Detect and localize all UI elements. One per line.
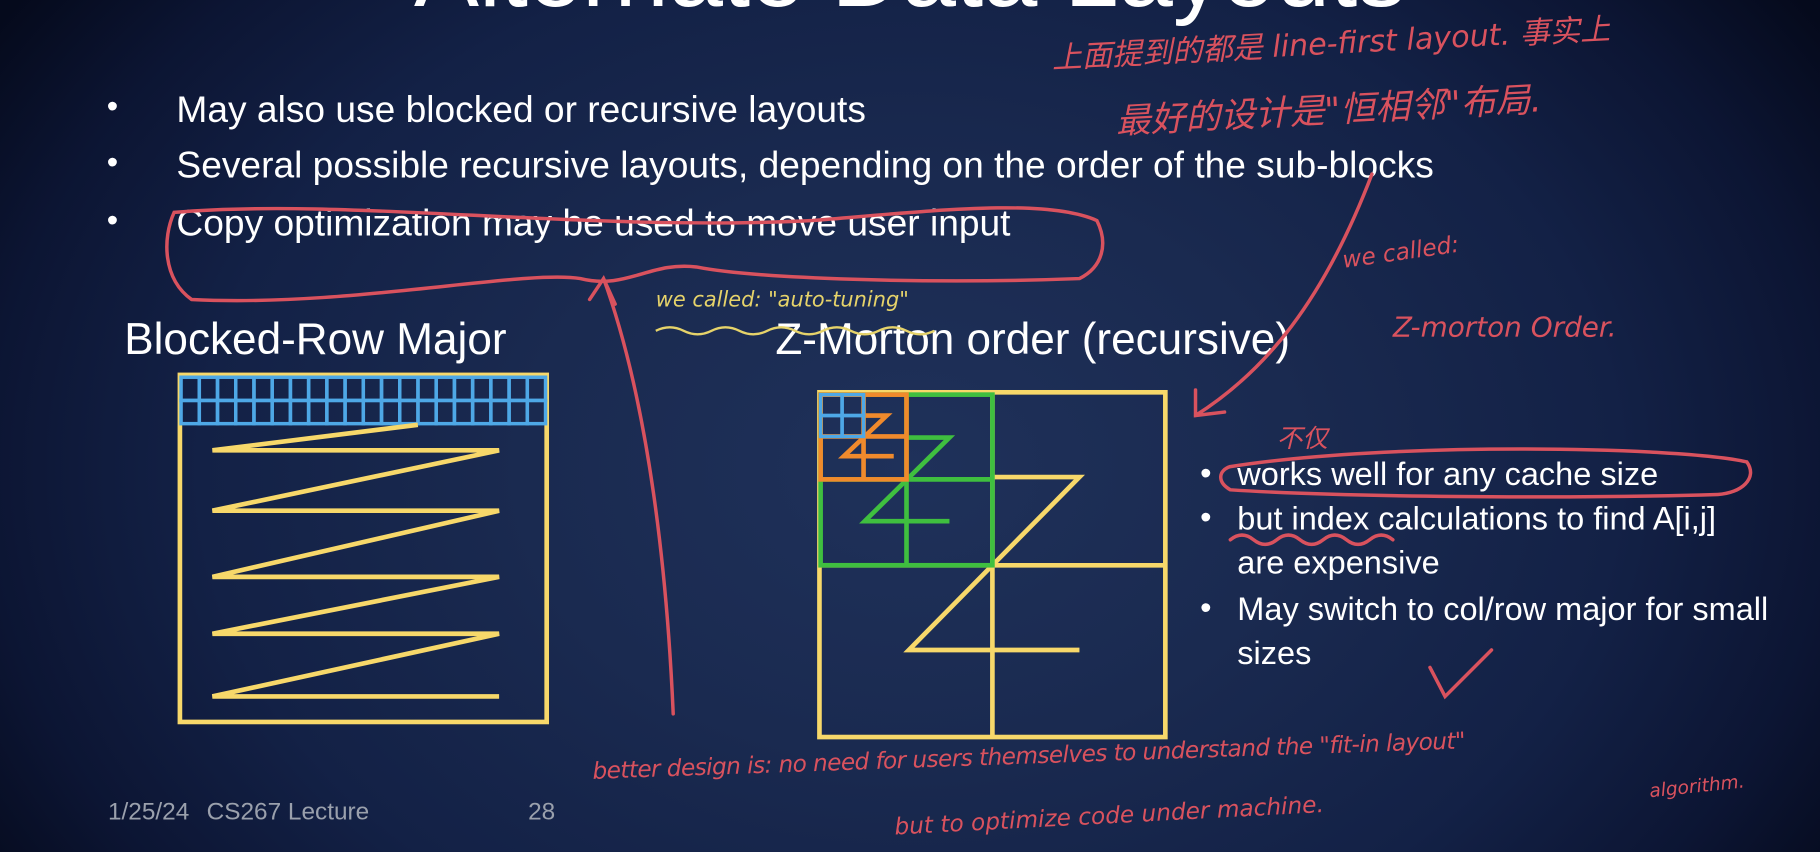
blue-cell [840,392,866,418]
blue-cell [325,375,347,403]
blue-cell [507,375,530,403]
blue-cell [434,398,457,426]
blue-cell [197,398,220,426]
blue-cell [379,375,402,403]
blue-cell [525,398,548,426]
bullet-1: May also use blocked or recursive layout… [176,88,866,130]
bullet-icon: • [106,201,119,238]
bullet-icon: • [106,143,119,180]
bullet-icon: • [1200,454,1212,491]
checkmark-icon [1428,648,1494,700]
blue-cell [233,398,256,426]
blue-cell [215,398,238,426]
blue-cell [343,398,366,426]
blue-cell [306,398,329,426]
blue-block [818,392,866,439]
blue-cell [470,398,493,426]
blue-cell [252,398,274,426]
blue-cell [270,398,293,426]
page-number: 28 [528,798,556,826]
blue-cell [270,375,293,403]
blue-cell [306,375,329,403]
right-heading: Z-Morton order (recursive) [775,315,1291,365]
blue-cell [525,375,548,403]
z-morton-diagram [817,389,1168,740]
ink-circle-cache [1219,447,1753,499]
blue-cell [215,375,238,403]
bullet-2: Several possible recursive layouts, depe… [176,143,1434,186]
blue-cell [252,375,274,403]
blue-cell [233,375,256,403]
bullet-icon: • [106,88,119,125]
footer-date: 1/25/24 [107,798,190,826]
annotation-z-morton: Z-morton Order. [1392,311,1617,344]
slide-title: Alternate Data Layouts [0,0,1820,29]
row-traversal-path [211,422,500,699]
blue-cell [818,413,844,439]
blue-cell [343,375,366,403]
blue-cell [288,398,311,426]
blue-cell [197,375,220,403]
ink-squiggle [1228,533,1395,547]
footer-course: CS267 Lecture [206,798,370,826]
left-matrix-border [177,372,550,725]
blue-cell [818,392,844,418]
blue-cell [179,375,202,403]
blue-cell [325,398,347,426]
blue-cell [434,375,457,403]
blue-cell [179,398,202,426]
ink-annotations [165,172,1753,716]
blue-cell [507,398,530,426]
ink-arrow-up [587,274,675,716]
right-bullet-1: works well for any cache size [1237,456,1659,493]
blue-cell [398,398,420,426]
bullet-icon: • [1200,499,1212,536]
blue-cell [361,375,384,403]
blue-cell [398,375,420,403]
blue-cell [452,375,475,403]
blue-cell [416,398,438,426]
blue-cell [416,375,438,403]
ink-arrow-down [1193,172,1374,418]
blue-cell [452,398,475,426]
blue-cell [361,398,384,426]
annotation-mark: 不仅 [1276,424,1328,454]
left-heading: Blocked-Row Major [124,315,507,365]
bullet-icon: • [1200,589,1212,626]
blue-cell [379,398,402,426]
blue-cell [489,375,511,403]
blue-cell [288,375,311,403]
right-bullet-3: May switch to col/row major for small si… [1237,590,1769,671]
blocked-row-major-diagram [177,372,550,725]
blue-cell [489,398,511,426]
blue-block-row [179,375,548,426]
blue-cell [470,375,493,403]
annotation-auto-tuning: we called: "auto-tuning" [655,287,909,313]
ink-underline-auto-tuning [655,326,935,336]
ink-circle-bullet3 [165,206,1105,303]
blue-cell [840,413,866,439]
right-bullet-2: but index calculations to find A[i,j] ar… [1237,500,1717,581]
